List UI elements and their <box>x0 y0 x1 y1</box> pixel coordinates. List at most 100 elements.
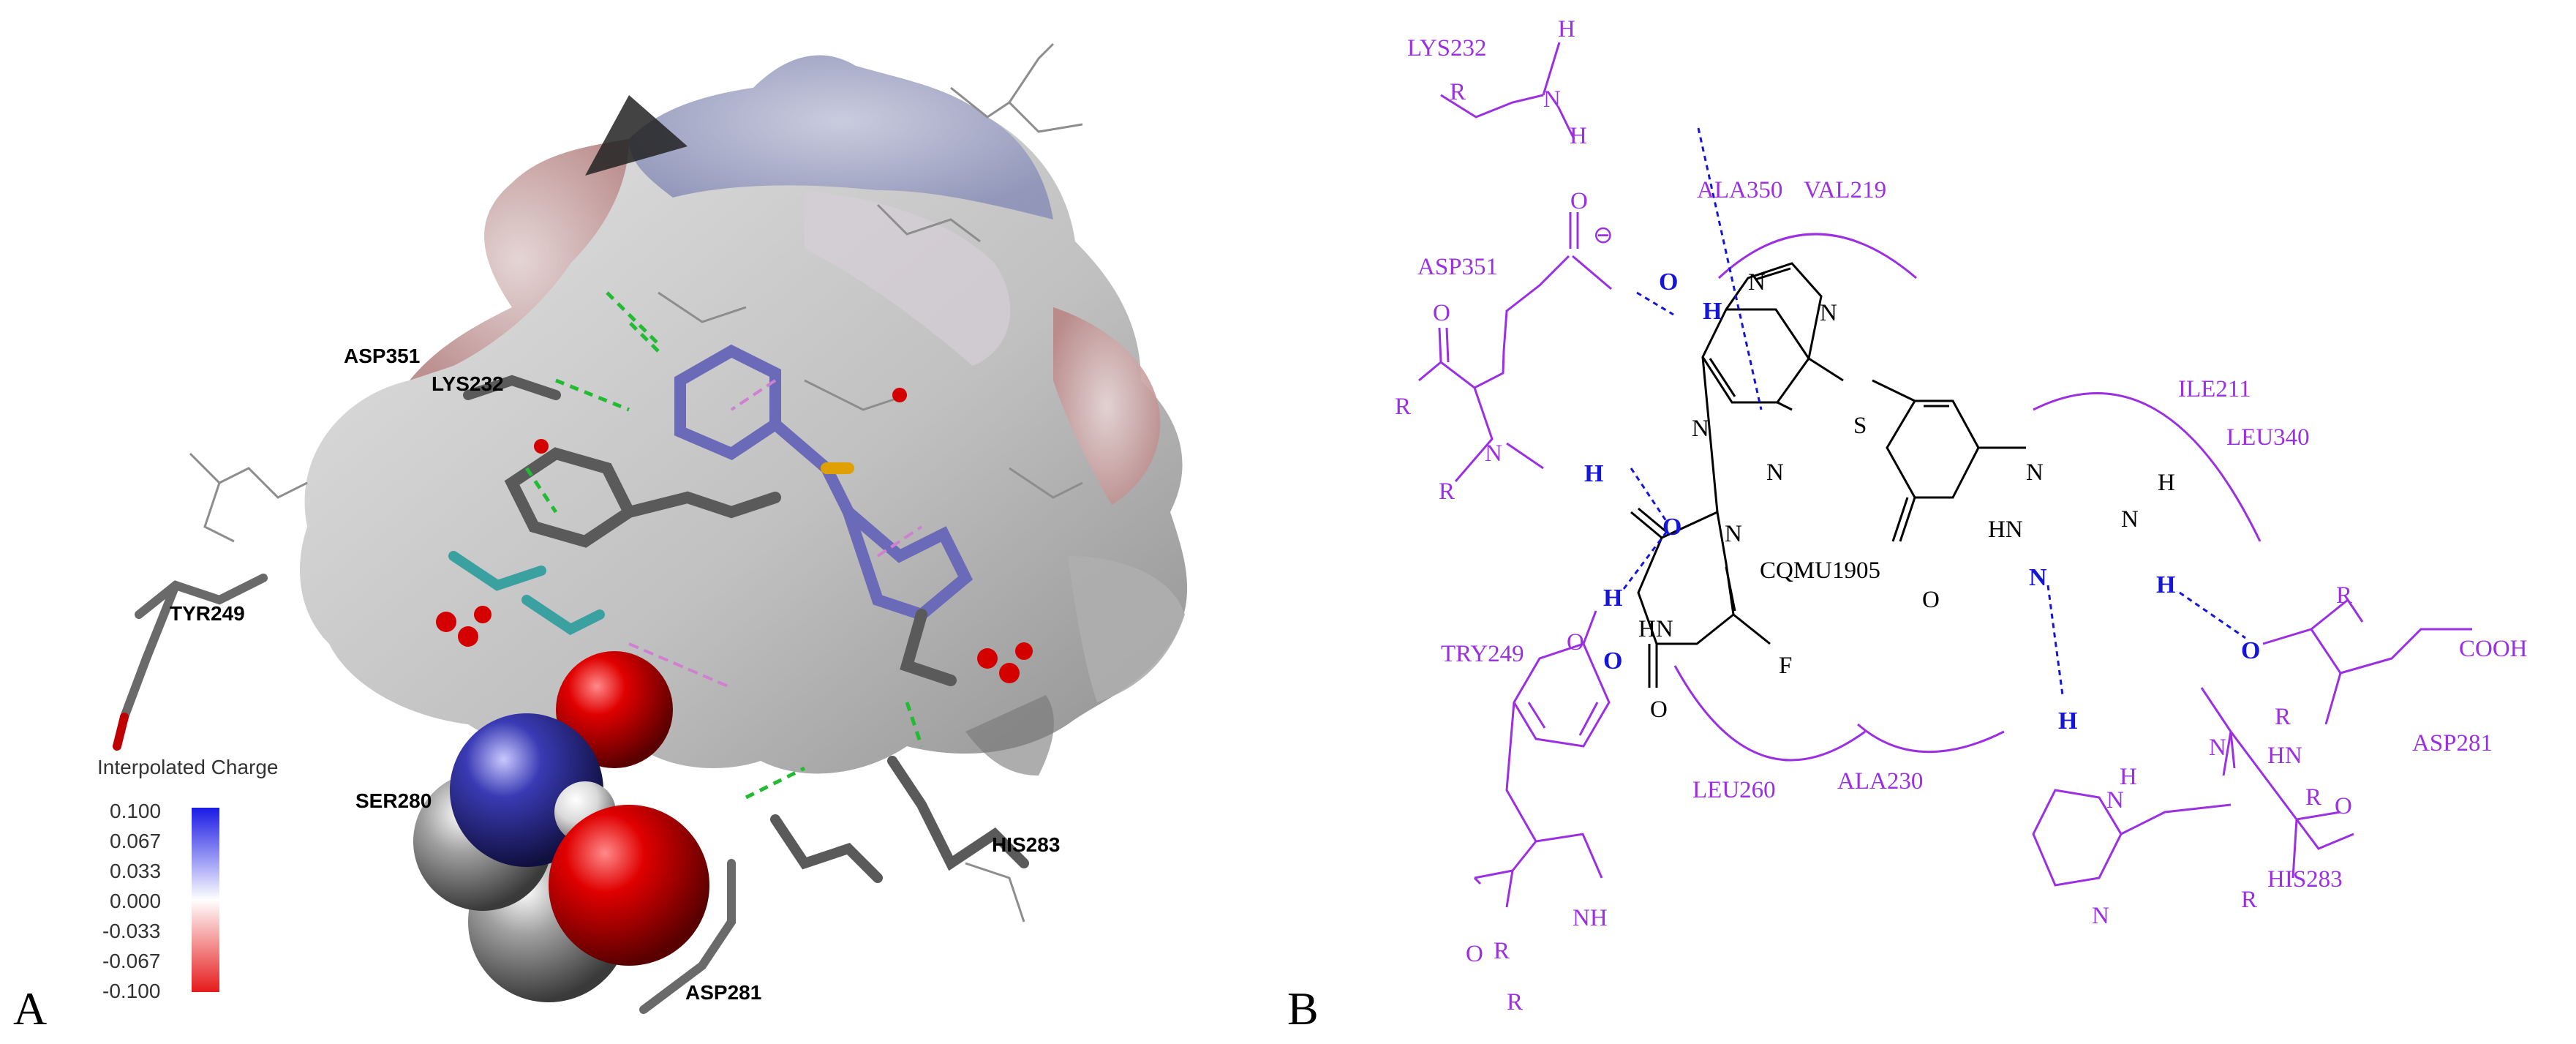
label-asp281: ASP281 <box>685 981 761 1004</box>
label-lys232: LYS232 <box>432 372 504 395</box>
atom-n: N <box>2092 903 2109 929</box>
atom-o-bold: O <box>1662 514 1681 541</box>
panel-letter-a: A <box>13 983 47 1034</box>
atom-o-bold: O <box>1659 268 1678 296</box>
ser280-spheres <box>413 651 709 1002</box>
atom-h: H <box>2120 764 2137 790</box>
residue-skeletons <box>1418 42 2472 908</box>
atom-f: F <box>1779 653 1792 679</box>
hbond-atom-labels: H O H O H O N H O H <box>1584 268 2260 735</box>
label-asp351: ASP351 <box>344 345 420 367</box>
label-try249: TRY249 <box>1441 641 1524 667</box>
arc-ile211-leu340 <box>2033 392 2261 542</box>
atom-r: R <box>1439 478 1455 505</box>
residue-labels-a: ASP351 LYS232 TYR249 SER280 HIS283 ASP28… <box>170 345 1060 1004</box>
label-ser280: SER280 <box>355 789 432 812</box>
legend-tick: 0.067 <box>110 830 161 852</box>
atom-n: N <box>2209 735 2226 761</box>
hbond-asp281 <box>2179 591 2246 639</box>
atom-minus: ⊖ <box>1593 222 1613 249</box>
atom-o: O <box>1570 188 1588 214</box>
atom-n: N <box>1543 86 1561 113</box>
atom-n: N <box>1725 521 1742 547</box>
atom-s: S <box>1853 413 1867 439</box>
residue-atom-labels: R N H H O ⊖ O R R N O NH R R O H N N N R… <box>1395 16 2528 1015</box>
legend-colorbar <box>192 808 219 992</box>
ligand-sticks <box>113 344 1029 1014</box>
label-ala230: ALA230 <box>1837 768 1923 795</box>
atom-n: N <box>1485 440 1502 467</box>
atom-r: R <box>1395 394 1411 420</box>
hydrophobic-arcs <box>1673 233 2261 762</box>
atom-nh: NH <box>1573 905 1608 931</box>
atom-n: N <box>2106 787 2124 814</box>
legend-tick: 0.100 <box>110 800 161 822</box>
atom-h-bold: H <box>2058 707 2077 735</box>
arc-leu260 <box>1673 665 1866 762</box>
panel-letter-b: B <box>1287 983 1319 1034</box>
legend-tick: -0.100 <box>102 980 160 1002</box>
interaction-diagram: N N N N S N HN O H N N HN O F CQMU1905 H… <box>1287 16 2528 1034</box>
atom-h: H <box>2158 470 2175 496</box>
atom-o: O <box>1433 300 1450 326</box>
atom-h-bold: H <box>1703 298 1722 325</box>
atom-hn: HN <box>1988 517 2023 543</box>
atom-n: N <box>2026 459 2044 486</box>
hbond-asp351-n9 <box>1636 291 1674 316</box>
hbond-try249 <box>1622 530 1669 590</box>
atom-o-bold: O <box>2241 637 2260 664</box>
ligand-cqmu1905 <box>1630 262 2026 688</box>
legend-tick: 0.033 <box>110 860 161 882</box>
atom-n: N <box>2121 506 2139 533</box>
arc-ala230 <box>1857 723 2005 754</box>
legend-tick: -0.067 <box>102 950 160 972</box>
atom-o: O <box>1567 629 1584 656</box>
label-ala350: ALA350 <box>1697 177 1782 203</box>
label-leu260: LEU260 <box>1692 777 1776 803</box>
atom-o: O <box>2335 793 2352 819</box>
atom-o: O <box>1650 696 1668 723</box>
atom-r: R <box>1507 989 1523 1015</box>
panel-b: N N N N S N HN O H N N HN O F CQMU1905 H… <box>1287 0 2576 1044</box>
atom-r: R <box>2241 887 2257 913</box>
atom-h: H <box>1570 123 1587 149</box>
atom-r: R <box>2275 704 2291 730</box>
pi-interaction-lines <box>628 379 923 689</box>
legend-tick: -0.033 <box>102 920 160 942</box>
legend-title: Interpolated Charge <box>97 756 279 778</box>
hbond-lys232 <box>1697 127 1763 410</box>
atom-n: N <box>1748 269 1766 296</box>
atom-r: R <box>2336 582 2352 609</box>
atom-h-bold: H <box>1584 460 1603 487</box>
panel-a-render: ASP351 LYS232 TYR249 SER280 HIS283 ASP28… <box>13 42 1188 1034</box>
hydrogen-bonds <box>1622 127 2246 696</box>
label-tyr249: TYR249 <box>170 602 245 625</box>
atom-hn: HN <box>1638 616 1673 642</box>
molecular-surface <box>300 55 1188 776</box>
arc-ala350-val219 <box>1717 233 1917 279</box>
atom-n: N <box>1766 459 1784 486</box>
ligand-name: CQMU1905 <box>1760 557 1880 584</box>
atom-r: R <box>2305 784 2321 811</box>
label-leu340: LEU340 <box>2226 424 2310 451</box>
atom-r: R <box>1494 938 1510 964</box>
atom-h-bold: H <box>2156 571 2175 598</box>
atom-n: N <box>1820 300 1837 326</box>
atom-o: O <box>1466 941 1483 967</box>
label-his283: HIS283 <box>992 833 1060 856</box>
charge-legend: Interpolated Charge 0.100 0.067 0.033 0.… <box>97 756 279 1002</box>
legend-tick: 0.000 <box>110 890 161 912</box>
label-his283: HIS283 <box>2267 866 2343 893</box>
atom-hn: HN <box>2267 743 2302 769</box>
atom-o-bold: O <box>1603 647 1622 675</box>
ligand-atom-labels: N N N N S N HN O H N N HN O F CQMU1905 <box>1638 269 2175 723</box>
atom-h: H <box>1558 16 1575 42</box>
label-ile211: ILE211 <box>2178 376 2251 402</box>
hbond-lines <box>524 291 924 800</box>
panel-a: ASP351 LYS232 TYR249 SER280 HIS283 ASP28… <box>0 0 1287 1044</box>
atom-o: O <box>1922 587 1940 613</box>
atom-r: R <box>1450 79 1466 105</box>
label-val219: VAL219 <box>1804 177 1886 203</box>
residue-name-labels: LYS232 ALA350 VAL219 ASP351 ILE211 LEU34… <box>1407 35 2493 893</box>
label-asp281: ASP281 <box>2412 730 2493 756</box>
